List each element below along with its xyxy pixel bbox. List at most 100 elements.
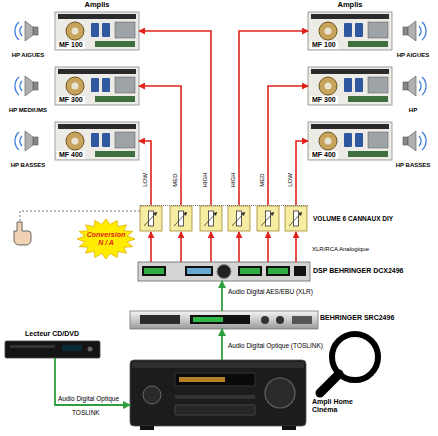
starburst-outline	[77, 219, 135, 259]
speaker-label: HP AIGUES	[12, 52, 45, 59]
display	[238, 266, 262, 276]
amplifier-box: MF 300	[308, 67, 392, 105]
speaker-symbol	[403, 76, 426, 96]
receiver-box: Ampli Home Cinéma	[130, 360, 306, 426]
speaker-label: HP AIGUES	[397, 52, 430, 59]
signal-wire	[139, 141, 151, 205]
front-flap	[175, 405, 255, 415]
potentiometer-symbol	[257, 206, 279, 231]
cd-tray	[10, 345, 55, 348]
potentiometer-symbol	[200, 206, 222, 231]
device-name: Ampli Home Cinéma	[312, 398, 368, 414]
amplifier-box: MF 400	[55, 122, 139, 160]
connector-label: HIGH	[230, 173, 236, 188]
knob	[217, 265, 231, 279]
display-led	[144, 268, 164, 274]
display	[266, 266, 290, 276]
speaker-symbol	[15, 21, 38, 41]
display-led	[240, 268, 260, 274]
cd-player	[5, 341, 100, 358]
foot	[140, 426, 154, 430]
model-name: MF 100	[310, 41, 338, 49]
signal-wire	[268, 86, 308, 205]
speaker-label: HP	[409, 107, 417, 114]
amplifier-board	[55, 122, 139, 160]
foot	[282, 426, 296, 430]
cd-body	[5, 341, 100, 358]
display-led	[193, 317, 223, 322]
speaker-symbol	[403, 131, 426, 151]
magnifier-handle	[320, 374, 339, 393]
amplifier-board	[308, 12, 392, 50]
amplifier-board	[55, 12, 139, 50]
potentiometer-symbol	[228, 206, 250, 231]
band-title: VOLUME 6 CANNAUX DIY	[313, 215, 435, 222]
cd-button	[88, 347, 93, 352]
volume-band: VOLUME 6 CANNAUX DIY	[140, 205, 308, 232]
connector-label: Audio Digital Optique	[58, 396, 119, 403]
group-title: Amplis	[84, 1, 109, 9]
display-led	[268, 268, 288, 274]
signal-wire	[139, 31, 211, 205]
amplifier-box: MF 400	[308, 122, 392, 160]
amplifier-box: MF 100	[55, 12, 139, 50]
display	[294, 266, 306, 276]
signal-note: XLR/RCA Analogique	[312, 246, 369, 253]
input-knob	[143, 386, 161, 404]
rack-panel	[138, 262, 310, 281]
connector-label: Audio Digital AES/EBU (XLR)	[228, 289, 313, 296]
connector-label: LOW	[142, 173, 148, 187]
button-row	[175, 395, 255, 399]
speaker-symbol	[15, 76, 38, 96]
receiver-display-text	[179, 377, 225, 382]
connector-label: LOW	[287, 173, 293, 187]
src-box: BEHRINGER SRC2496	[130, 311, 318, 329]
analog-wire	[238, 232, 240, 262]
speaker-symbol	[15, 131, 38, 151]
device-name: DSP BEHRINGER DCX2496	[313, 267, 437, 275]
signal-wire	[139, 86, 181, 205]
potentiometer-symbol	[170, 206, 192, 231]
device-name: Lecteur CD/DVD	[25, 330, 105, 338]
receiver-display	[175, 373, 255, 386]
amplifier-box: MF 300	[55, 67, 139, 105]
dsp-device	[138, 262, 310, 281]
knob	[261, 316, 269, 324]
control-leader	[20, 211, 140, 222]
receiver-top	[132, 362, 304, 368]
speaker-symbol	[403, 21, 426, 41]
connector-label: Audio Digital Optique (TOSLINK)	[228, 343, 323, 350]
volume-knob	[265, 378, 295, 408]
optical-link	[55, 358, 130, 405]
display	[185, 266, 213, 276]
amplifier-board	[55, 67, 139, 105]
conversion-starburst: Conversion N / A	[76, 218, 136, 260]
analog-wire	[150, 232, 152, 262]
starburst-text: Conversion N / A	[84, 218, 128, 260]
model-name: MF 400	[310, 151, 338, 159]
digital-link	[221, 281, 223, 311]
src-device	[130, 311, 318, 329]
connector-label: HIGH	[202, 173, 208, 188]
receiver-body	[130, 360, 306, 426]
buttons	[292, 316, 312, 324]
display-led	[187, 268, 211, 274]
digital-link	[221, 329, 223, 360]
connector-label: MED	[259, 173, 265, 186]
rack-panel	[130, 311, 318, 329]
potentiometer-symbol	[140, 206, 162, 231]
analog-wire	[267, 232, 269, 262]
magnifier-icon	[320, 334, 378, 393]
potentiometer-symbol	[285, 206, 307, 231]
model-name: MF 400	[57, 151, 85, 159]
speaker-label: HP BASSES	[396, 162, 431, 169]
speaker-label: HP MEDIUMS	[9, 107, 47, 114]
group-title: Amplis	[337, 1, 362, 9]
signal-wire	[239, 31, 308, 205]
signal-wire	[296, 141, 308, 205]
display	[140, 315, 180, 324]
